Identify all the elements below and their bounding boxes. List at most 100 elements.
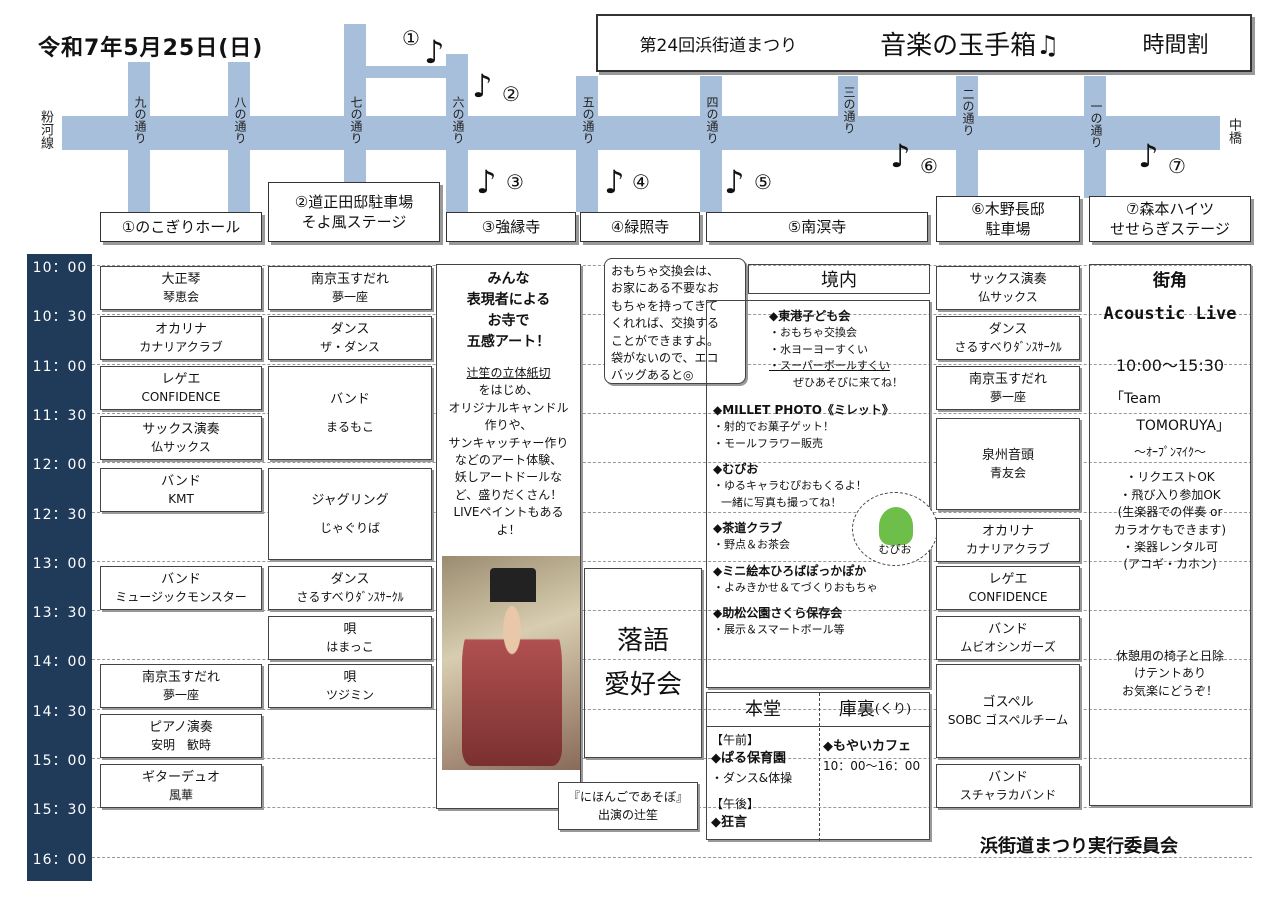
col3-line: ど、盛りだくさん！ bbox=[454, 487, 563, 502]
street-label-5: 五の通り bbox=[581, 96, 595, 144]
marker-5-number: ⑤ bbox=[754, 170, 772, 194]
col1-event: 大正琴琴恵会 bbox=[100, 266, 262, 310]
rakugo-line-1: 落語 bbox=[616, 625, 669, 656]
col2-event-genre: 唄 bbox=[343, 670, 357, 686]
toy-line: お家にある不要なお bbox=[611, 281, 720, 296]
col2-event-performer: 夢一座 bbox=[331, 289, 368, 304]
col6-event-performer: ムビオシンガーズ bbox=[960, 639, 1056, 654]
time-label: 14：30 bbox=[32, 703, 88, 720]
music-note-icon: ♪ bbox=[890, 137, 911, 175]
toy-line: 袋がないので、エコ bbox=[611, 350, 719, 365]
col1-event: ピアノ演奏安明 歓時 bbox=[100, 714, 262, 758]
hondo-pm-1: ◆狂言 bbox=[711, 814, 747, 830]
col7-rest-note: 休憩用の椅子と日除 けテントあり お気楽にどうぞ！ bbox=[1090, 648, 1250, 700]
col3-heading-1: みんな bbox=[487, 271, 530, 287]
time-label: 12：30 bbox=[32, 506, 88, 523]
venue-7-line1: ⑦森本ハイツ bbox=[1125, 199, 1215, 218]
group-sakura: ◆助松公園さくら保存会 ・展示＆スマートボール等 bbox=[713, 604, 923, 639]
keidai-panel: ◆東港子ども会 ・おもちゃ交換会 ・水ヨーヨーすくい ・スーパーボールすくい ぜ… bbox=[706, 300, 930, 688]
time-label: 11：00 bbox=[32, 358, 88, 375]
hondo-am-2: ・ダンス&体操 bbox=[711, 770, 793, 785]
time-label: 13：30 bbox=[32, 605, 88, 622]
col2-event-performer: ザ・ダンス bbox=[320, 339, 380, 354]
hondo-header: 本堂 bbox=[707, 693, 819, 727]
col2-event-genre: バンド bbox=[330, 392, 370, 408]
time-gridline bbox=[92, 412, 1252, 414]
group-title: ◆MILLET PHOTO《ミレット》 bbox=[713, 403, 894, 417]
col1-event-genre: オカリナ bbox=[154, 322, 207, 338]
time-label: 13：00 bbox=[32, 555, 88, 572]
col6-event-performer: カナリアクラブ bbox=[965, 541, 1050, 556]
venue-1-label: ①のこぎりホール bbox=[121, 217, 241, 236]
title-festival: 第24回浜街道まつり bbox=[639, 35, 798, 56]
photo-caption: 『にほんごであそぼ』 出演の辻笙 bbox=[558, 782, 698, 830]
col2-event-genre: ダンス bbox=[330, 572, 370, 588]
music-note-icon: ♪ bbox=[1138, 137, 1159, 175]
col1-event-genre: バンド bbox=[161, 572, 201, 588]
col1-event-genre: 大正琴 bbox=[161, 272, 201, 288]
col1-event-genre: バンド bbox=[161, 474, 201, 490]
col7-team-1: 「Team bbox=[1110, 391, 1162, 408]
col2-event: ジャグリングじゃぐりば bbox=[268, 468, 432, 560]
toy-exchange-note: おもちゃ交換会は、 お家にある不要なお もちゃを持ってきて くれれば、交換する … bbox=[604, 258, 746, 384]
col7-heading-2: Acoustic Live bbox=[1103, 303, 1237, 324]
col3-line: サンキャッチャー作り bbox=[448, 435, 569, 450]
venue-7-line2: せせらぎステージ bbox=[1110, 220, 1230, 238]
time-label: 16：00 bbox=[32, 851, 88, 868]
col7-heading-1: 街角 bbox=[1153, 271, 1187, 291]
col6-event: バンドムビオシンガーズ bbox=[936, 616, 1080, 660]
street-5 bbox=[576, 76, 598, 212]
col7-panel: 街角 Acoustic Live 10:00～15:30 「Team TOMOR… bbox=[1089, 264, 1251, 806]
group-item: ・よみきかせ＆てづくりおもちゃ bbox=[713, 580, 878, 594]
time-gridline bbox=[92, 659, 1252, 661]
col7-bullet: カラオケもできます) bbox=[1113, 522, 1227, 537]
caption-line-1: 『にほんごであそぼ』 bbox=[567, 790, 688, 804]
col1-event-genre: サックス演奏 bbox=[142, 422, 220, 438]
group-item: ・展示＆スマートボール等 bbox=[713, 623, 845, 636]
col7-bullet: (アコギ・カホン) bbox=[1123, 557, 1217, 572]
col2-event-genre: ジャグリング bbox=[311, 493, 389, 509]
kuri-cafe: ◆もやいカフェ bbox=[823, 739, 911, 754]
col6-event-performer: 青友会 bbox=[989, 465, 1026, 480]
marker-7-number: ⑦ bbox=[1168, 154, 1186, 178]
col1-event: オカリナカナリアクラブ bbox=[100, 316, 262, 360]
col2-event: ダンスさるすべりﾀﾞﾝｽｻｰｸﾙ bbox=[268, 566, 432, 610]
event-date: 令和7年5月25日(日) bbox=[38, 36, 264, 61]
hondo-divider bbox=[819, 693, 820, 841]
group-title: ◆ミニ絵本ひろばぽっかぽか bbox=[713, 563, 867, 578]
col3-line: などのアート体験、 bbox=[454, 452, 563, 467]
group-ehon: ◆ミニ絵本ひろばぽっかぽか ・よみきかせ＆てづくりおもちゃ bbox=[713, 562, 923, 597]
street-label-3: 三の通り bbox=[842, 86, 856, 134]
col6-event-performer: 仏サックス bbox=[978, 289, 1038, 304]
street-label-7: 七の通り bbox=[349, 96, 363, 144]
venue-3-label: ③強縁寺 bbox=[481, 217, 541, 236]
venue-6: ⑥木野長邸駐車場 bbox=[936, 196, 1080, 242]
street-2 bbox=[956, 76, 978, 198]
performer-figure bbox=[462, 596, 562, 766]
col6-event-genre: レゲエ bbox=[988, 572, 1028, 588]
keidai-header: 境内 bbox=[748, 264, 930, 294]
time-label: 10：30 bbox=[32, 309, 88, 326]
col1-event: 南京玉すだれ夢一座 bbox=[100, 664, 262, 708]
music-note-icon: ♪ bbox=[724, 163, 745, 201]
street-4 bbox=[700, 76, 722, 212]
group-item: ・モールフラワー販売 bbox=[713, 436, 823, 450]
group-item: ・スーパーボールすくい bbox=[769, 359, 890, 372]
venue-3: ③強縁寺 bbox=[446, 212, 576, 242]
col2-event: 唄はまっこ bbox=[268, 616, 432, 660]
col1-event-performer: 安明 歓時 bbox=[150, 737, 211, 752]
col3-line: よ！ bbox=[496, 522, 521, 537]
time-label: 15：30 bbox=[32, 802, 88, 819]
toy-line: おもちゃ交換会は、 bbox=[611, 264, 720, 278]
col1-event-performer: KMT bbox=[168, 491, 194, 506]
kuri-label: 庫裏 bbox=[838, 699, 875, 720]
venue-4: ④緑照寺 bbox=[580, 212, 700, 242]
right-end-label: 中橋 bbox=[1226, 118, 1241, 144]
col6-event-performer: SOBC ゴスペルチーム bbox=[947, 712, 1069, 727]
venue-4-label: ④緑照寺 bbox=[610, 217, 670, 236]
venue-6-line1: ⑥木野長邸 bbox=[971, 199, 1045, 218]
col6-event-performer: スチャラカバンド bbox=[959, 787, 1057, 802]
